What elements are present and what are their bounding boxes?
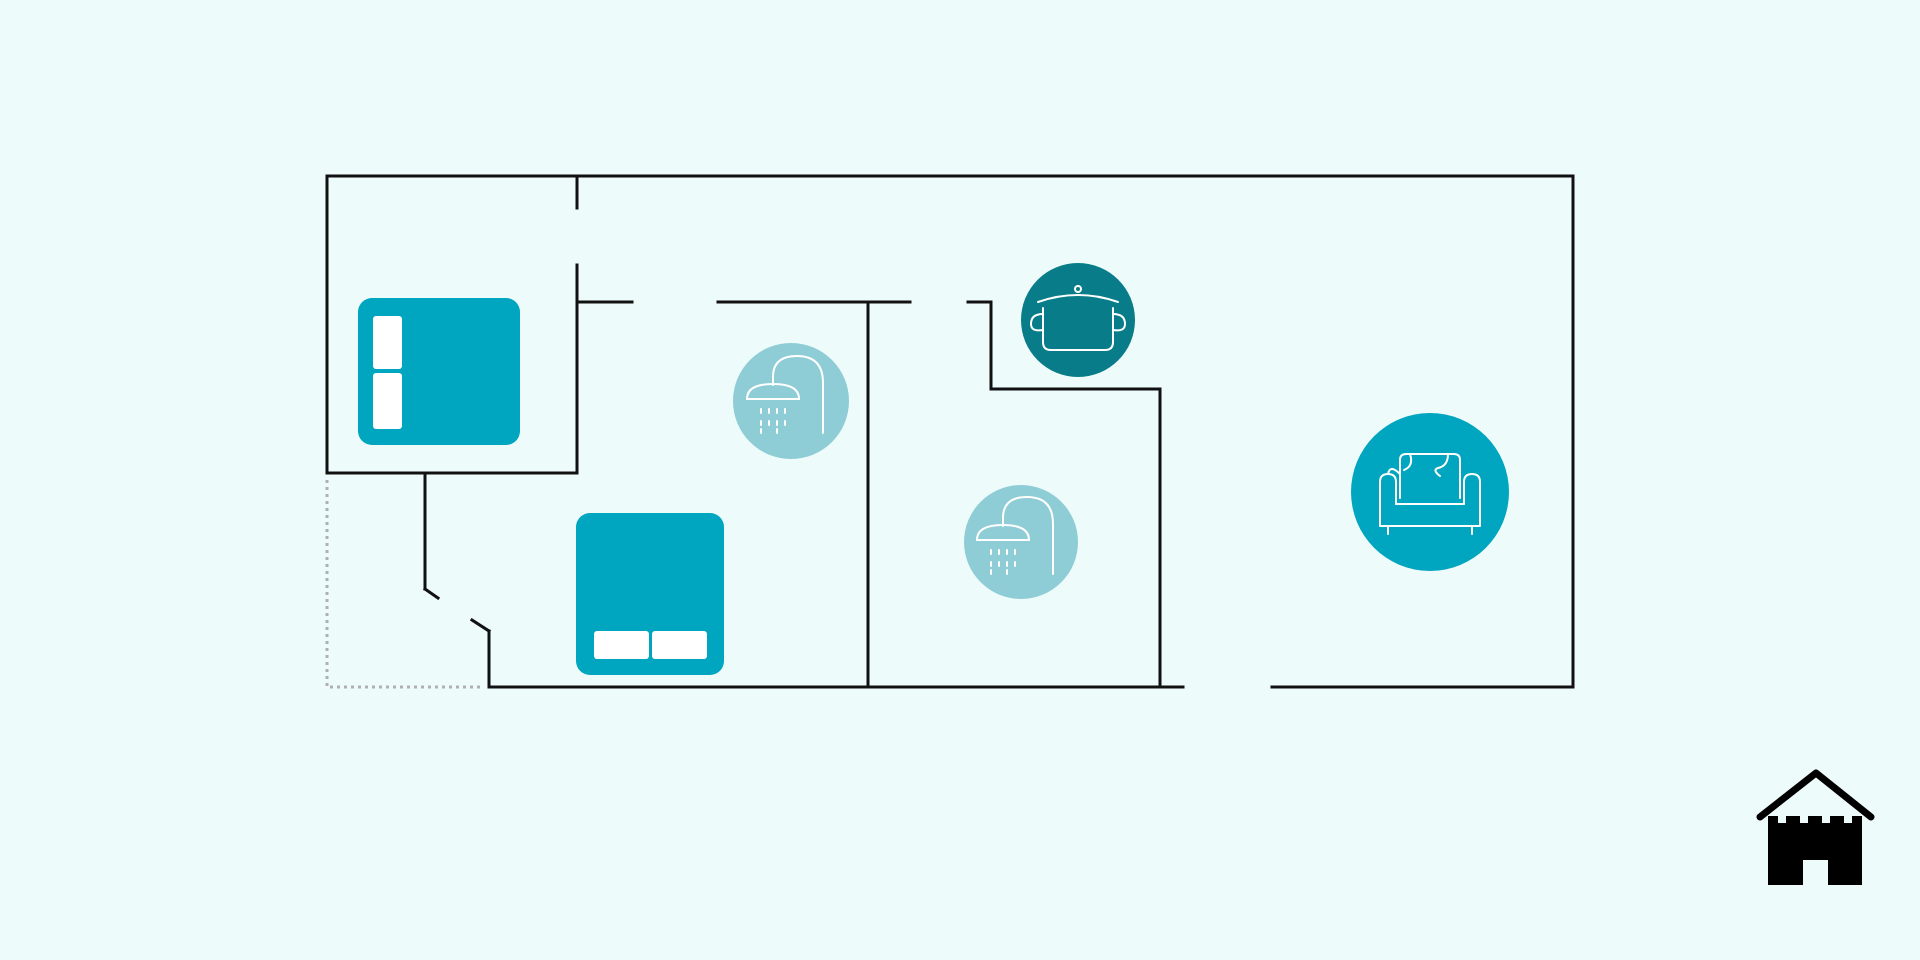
pillow-bottom [373, 373, 402, 429]
dotted-outline [325, 480, 482, 689]
entrance-door-leaf-b [469, 617, 492, 634]
cooking-pot-icon [1021, 263, 1135, 377]
shower-icon [964, 485, 1078, 599]
entrance-door-leaf-a [422, 586, 441, 601]
pillow-left [594, 631, 649, 659]
pillow-right [652, 631, 707, 659]
armchair-icon [1351, 413, 1509, 571]
pillow-top [373, 316, 402, 369]
house-logo-icon [1756, 769, 1875, 885]
bed-icon [358, 298, 520, 445]
walls [325, 174, 1575, 689]
bed-icon [576, 513, 724, 675]
shower-icon [733, 343, 849, 459]
